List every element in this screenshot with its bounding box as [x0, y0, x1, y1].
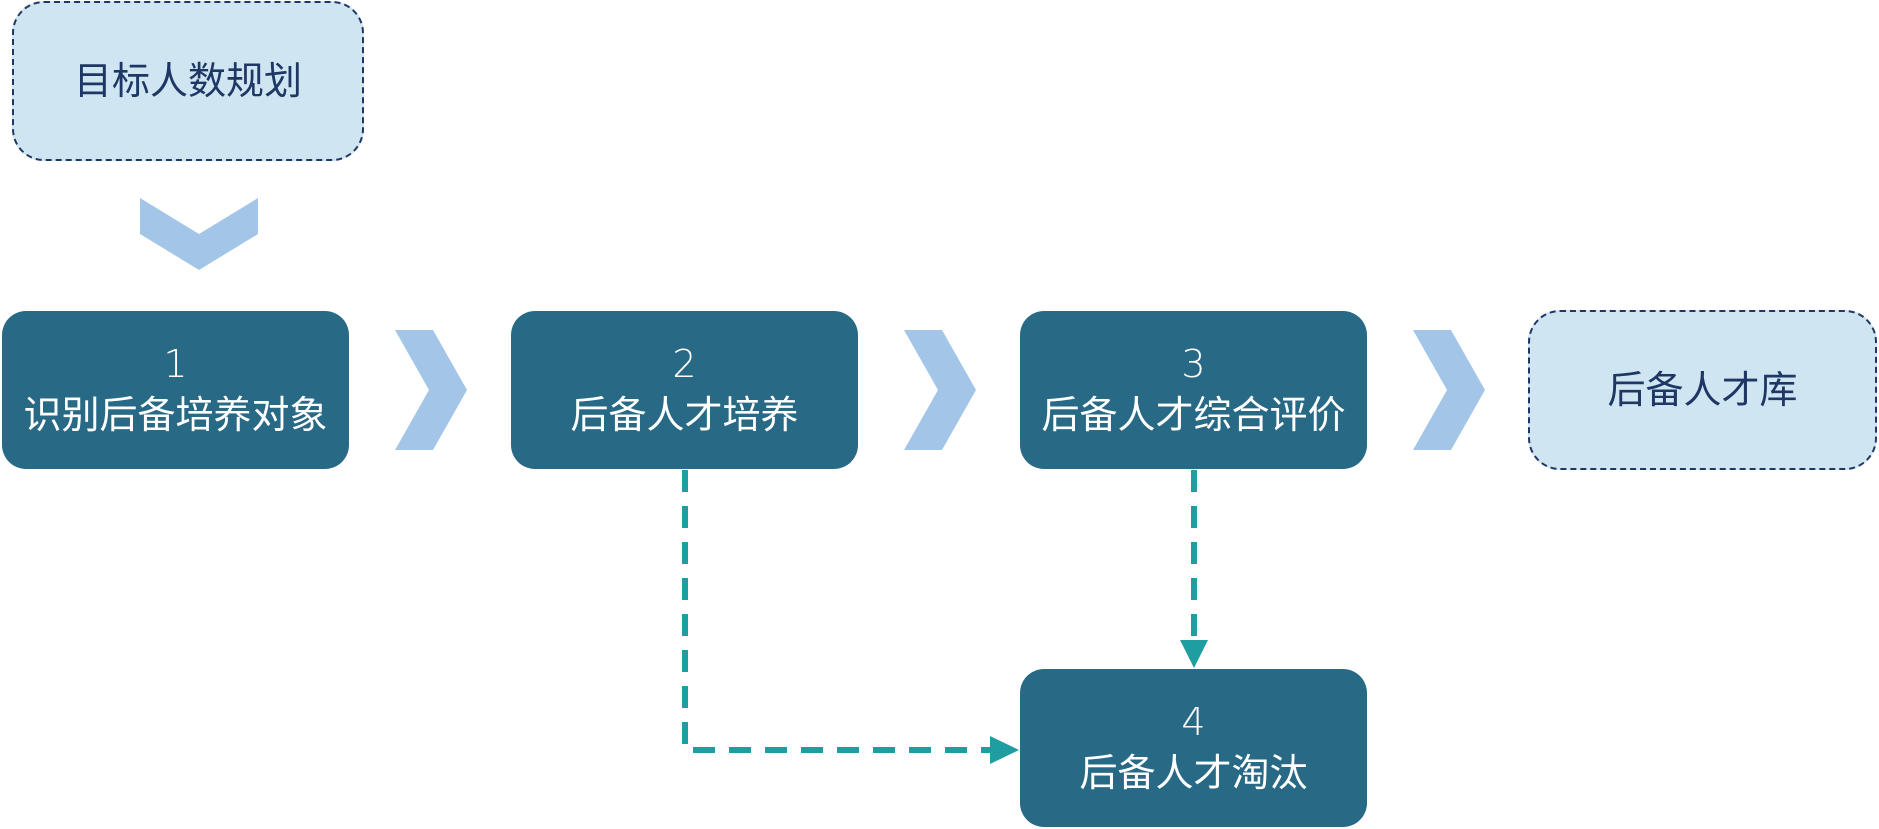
step-1-number: 1 — [163, 342, 188, 386]
step-4-box: 4 后备人才淘汰 — [1020, 669, 1367, 827]
planning-box: 目标人数规划 — [12, 1, 364, 161]
arrowhead-down-icon — [1180, 640, 1208, 668]
chevron-right-icon — [1413, 330, 1485, 450]
planning-label: 目标人数规划 — [73, 59, 302, 103]
talent-pool-box: 后备人才库 — [1528, 310, 1877, 470]
step-4-number: 4 — [1181, 700, 1206, 744]
step-3-box: 3 后备人才综合评价 — [1020, 311, 1367, 469]
talent-pool-label: 后备人才库 — [1607, 368, 1798, 412]
step-3-label: 后备人才综合评价 — [1041, 393, 1346, 437]
step-1-box: 1 识别后备培养对象 — [2, 311, 349, 469]
chevron-right-icon — [904, 330, 976, 450]
chevron-down-icon — [140, 198, 258, 270]
step-2-number: 2 — [672, 342, 697, 386]
step-3-number: 3 — [1181, 342, 1206, 386]
dashed-connector-step2-to-step4 — [682, 470, 990, 753]
step-1-label: 识别后备培养对象 — [23, 393, 328, 437]
chevron-right-icon — [395, 330, 467, 450]
step-4-label: 后备人才淘汰 — [1079, 751, 1308, 795]
step-2-box: 2 后备人才培养 — [511, 311, 858, 469]
step-2-label: 后备人才培养 — [570, 393, 799, 437]
arrowhead-right-icon — [990, 736, 1019, 764]
